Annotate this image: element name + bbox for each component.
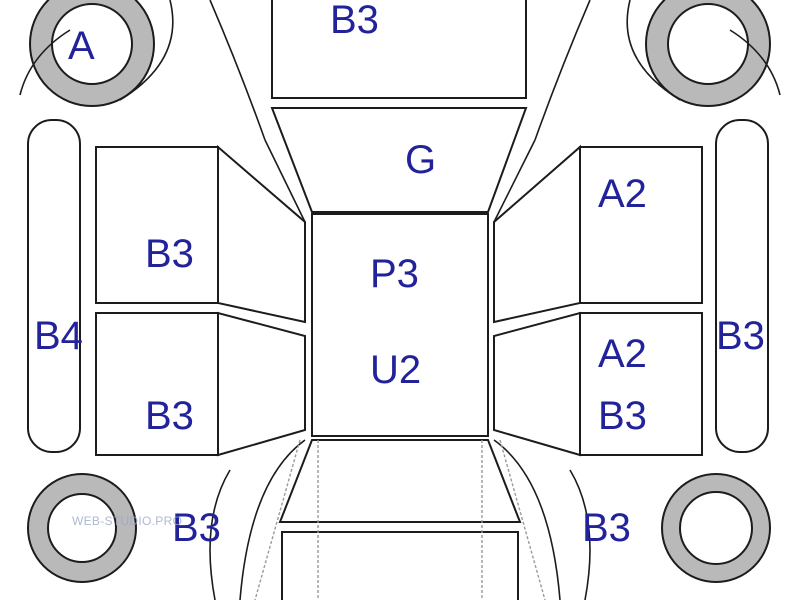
- label-left-sill: B4: [34, 314, 83, 358]
- right-front-window: [493, 144, 581, 324]
- watermark: WEB-STUDIO.PRO: [72, 514, 183, 528]
- left-front-window: [217, 144, 306, 324]
- right-rear-window: [493, 311, 581, 457]
- label-right-rear-door-top: A2: [598, 332, 647, 376]
- label-left-front-door: B3: [145, 232, 194, 276]
- label-right-rear-door-bottom: B3: [598, 394, 647, 438]
- label-right-sill: B3: [716, 314, 765, 358]
- wheel-rear-right: [661, 473, 771, 583]
- windshield-panel: [270, 107, 528, 213]
- rear-window-panel: [278, 439, 522, 523]
- wheel-front-right: [645, 0, 771, 107]
- hood-right-edge: [534, 0, 591, 141]
- rear-guide-left: [254, 439, 319, 600]
- rear-right-body-line: [569, 469, 591, 600]
- left-rear-window: [217, 311, 306, 457]
- left-rear-door-panel: [95, 312, 219, 456]
- wheel-rear-left: [27, 473, 137, 583]
- right-sill-panel: [715, 119, 769, 453]
- rear-right-quarter-line: [493, 439, 561, 600]
- label-roof-top: P3: [370, 252, 419, 296]
- wheel-front-left: [29, 0, 155, 107]
- front-right-fender-outline: [626, 0, 781, 101]
- label-left-rear-door: B3: [145, 394, 194, 438]
- rear-left-quarter-line: [239, 439, 306, 600]
- a-pillar-left: [264, 139, 306, 223]
- a-pillar-right: [493, 139, 536, 223]
- hood-left-edge: [209, 0, 266, 141]
- label-wheel-front-left: A: [68, 24, 95, 68]
- label-rear-right-fender: B3: [582, 506, 631, 550]
- roof-panel: [311, 213, 489, 437]
- right-front-door-panel: [579, 146, 703, 304]
- left-front-door-panel: [95, 146, 219, 304]
- label-windshield: G: [405, 138, 437, 182]
- front-left-fender-outline: [19, 0, 174, 101]
- rear-left-body-line: [209, 469, 231, 600]
- trunk-panel: [281, 531, 519, 600]
- hood-panel: [271, 0, 527, 99]
- rear-guide-right: [481, 439, 546, 600]
- left-sill-panel: [27, 119, 81, 453]
- label-hood: B3: [330, 0, 379, 42]
- label-rear-left-fender: B3: [172, 506, 221, 550]
- label-roof-bottom: U2: [370, 348, 422, 392]
- label-right-front-door: A2: [598, 172, 647, 216]
